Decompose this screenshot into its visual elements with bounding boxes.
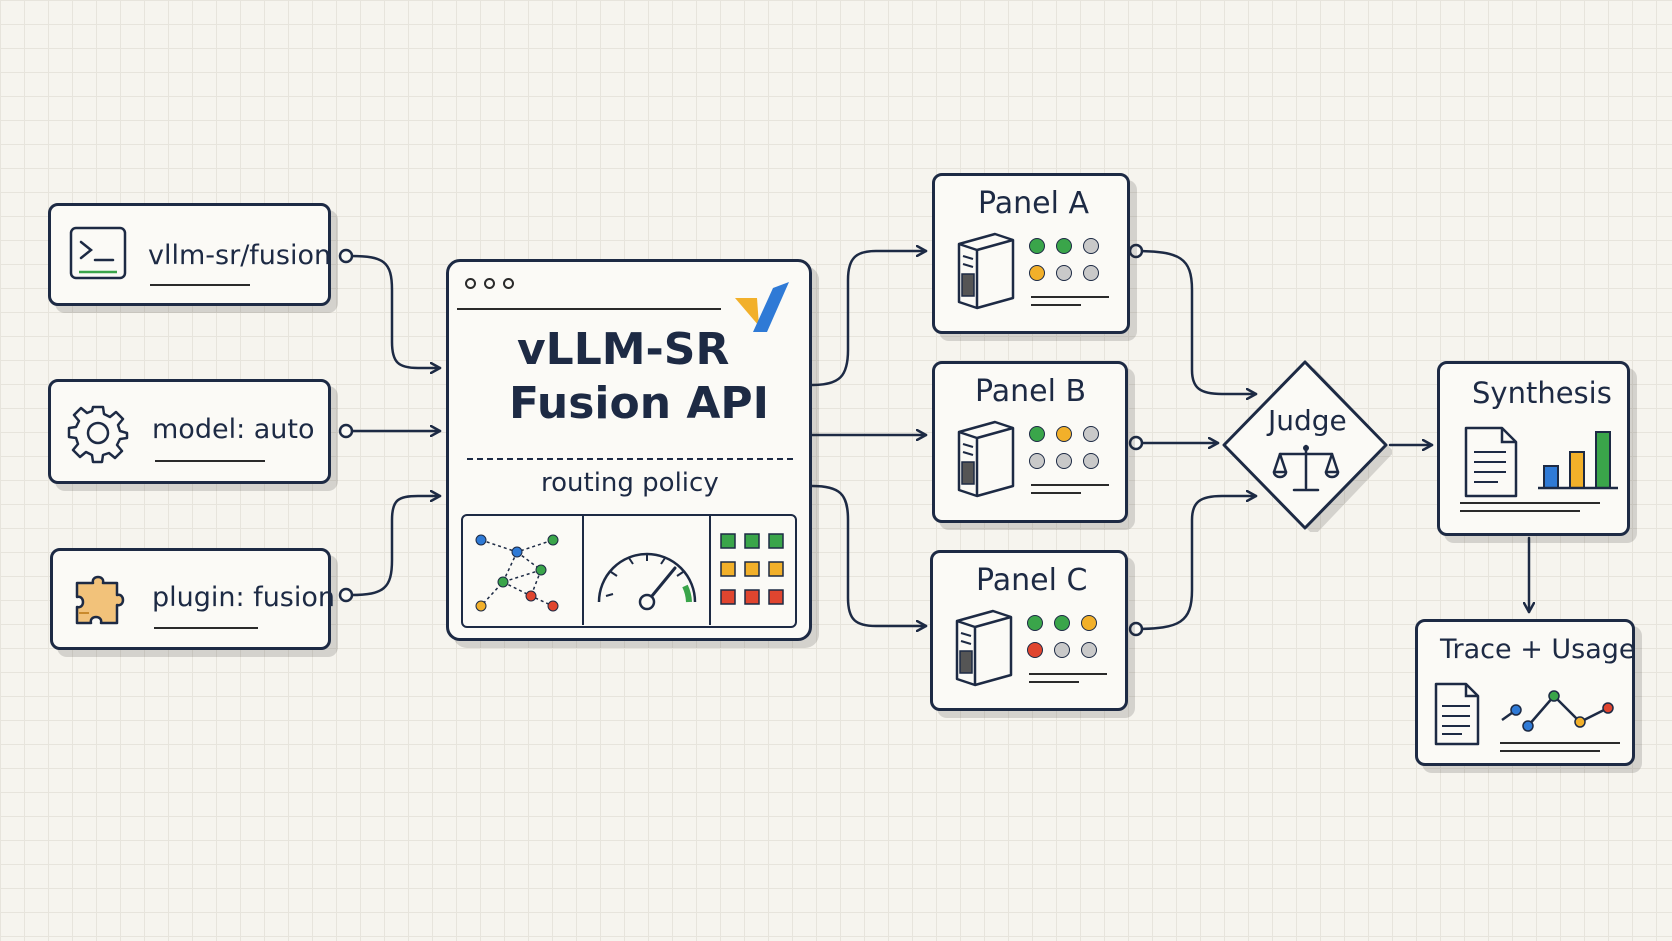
document-icon	[1432, 680, 1484, 748]
panel-underline	[1029, 673, 1107, 675]
panel-c-label: Panel C	[976, 563, 1088, 598]
synthesis-underline-1	[1460, 502, 1600, 504]
panel-a-label: Panel A	[978, 186, 1089, 221]
status-dot-green	[1056, 238, 1072, 254]
status-dot-green	[1029, 426, 1045, 442]
status-dot-red	[1027, 642, 1043, 658]
input-plugin-label: plugin: fusion	[152, 582, 336, 613]
server-icon	[953, 416, 1019, 500]
panel-underline	[1031, 484, 1109, 486]
status-dot-yellow	[1056, 426, 1072, 442]
input-cli-underline	[150, 284, 250, 286]
gear-icon	[67, 402, 129, 464]
synthesis-underline-2	[1460, 510, 1580, 512]
widget-divider-2	[709, 516, 711, 625]
document-icon	[1462, 424, 1522, 500]
panel-underline	[1031, 304, 1081, 306]
fusion-api-window[interactable]: vLLM-SR Fusion API routing policy	[446, 259, 812, 641]
panel-underline	[1031, 296, 1109, 298]
input-plugin-card[interactable]: plugin: fusion	[50, 548, 335, 650]
api-title-line1: vLLM-SR	[517, 324, 730, 375]
status-dot-yellow	[1081, 615, 1097, 631]
panel-c-card[interactable]: Panel C	[930, 550, 1128, 711]
status-dot-gray	[1081, 642, 1097, 658]
gauge-icon	[589, 526, 705, 616]
trace-usage-label: Trace + Usage	[1440, 634, 1636, 665]
api-widgets-panel	[461, 514, 797, 628]
panel-b-card[interactable]: Panel B	[932, 361, 1128, 523]
panel-underline	[1031, 492, 1081, 494]
status-dot-yellow	[1029, 265, 1045, 281]
wire-api-panel-a	[810, 251, 928, 387]
window-titlebar-divider	[457, 308, 721, 310]
status-dot-gray	[1083, 265, 1099, 281]
input-cli-card[interactable]: vllm-sr/fusion	[48, 203, 331, 306]
api-title-line2: Fusion API	[509, 378, 770, 429]
window-controls	[465, 278, 525, 290]
judge-label: Judge	[1268, 404, 1347, 437]
scales-icon	[1272, 442, 1340, 496]
terminal-icon	[69, 226, 127, 280]
status-dot-gray	[1054, 642, 1070, 658]
server-icon	[951, 605, 1017, 689]
status-dot-gray	[1083, 453, 1099, 469]
status-dot-gray	[1056, 265, 1072, 281]
puzzle-icon	[71, 573, 135, 631]
trace-usage-card[interactable]: Trace + Usage	[1415, 619, 1636, 766]
input-model-label: model: auto	[152, 414, 315, 445]
trace-underline-2	[1500, 750, 1600, 752]
input-cli-label: vllm-sr/fusion	[148, 240, 332, 271]
api-dashed-divider	[467, 458, 793, 460]
input-model-card[interactable]: model: auto	[48, 379, 331, 484]
bar-chart-icon	[1538, 426, 1618, 492]
status-grid-icon	[717, 528, 793, 618]
panel-a-card[interactable]: Panel A	[932, 173, 1130, 334]
vllm-logo-icon	[731, 278, 793, 334]
judge-diamond[interactable]: Judge	[1218, 358, 1394, 536]
wire-api-panel-c	[810, 484, 928, 626]
widget-divider-1	[582, 516, 584, 625]
input-model-underline	[155, 460, 265, 462]
wire-cli-api	[349, 254, 442, 368]
wire-plugin-api	[349, 496, 442, 597]
status-dot-green	[1027, 615, 1043, 631]
panel-b-label: Panel B	[975, 374, 1087, 409]
synthesis-label: Synthesis	[1472, 376, 1612, 410]
panel-underline	[1029, 681, 1079, 683]
graph-icon	[469, 522, 577, 620]
synthesis-card[interactable]: Synthesis	[1437, 361, 1630, 536]
status-dot-green	[1029, 238, 1045, 254]
api-subtitle: routing policy	[541, 468, 719, 498]
status-dot-gray	[1083, 426, 1099, 442]
status-dot-gray	[1029, 453, 1045, 469]
line-chart-icon	[1498, 686, 1624, 736]
status-dot-gray	[1056, 453, 1072, 469]
status-dot-green	[1054, 615, 1070, 631]
input-plugin-underline	[154, 627, 258, 629]
trace-underline-1	[1500, 742, 1620, 744]
status-dot-gray	[1083, 238, 1099, 254]
server-icon	[953, 228, 1019, 312]
